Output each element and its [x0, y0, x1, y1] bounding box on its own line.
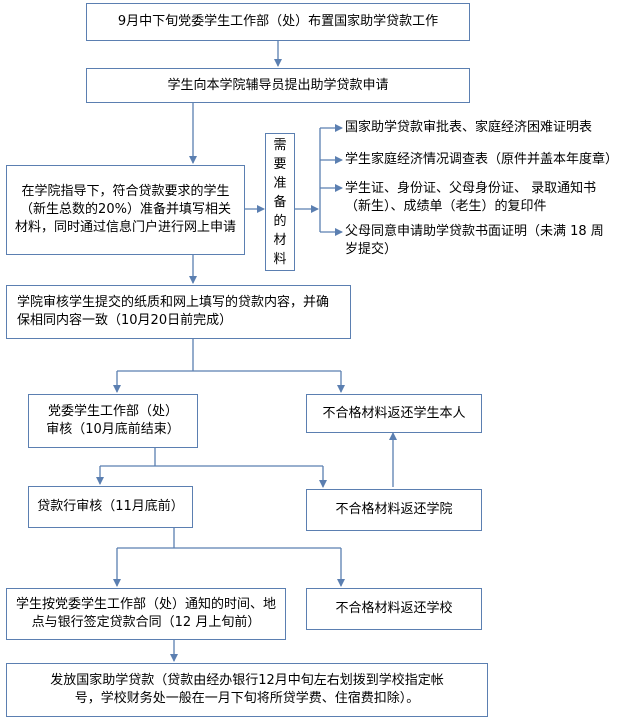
step-disburse-loan: 发放国家助学贷款（贷款由经办银行12月中旬左右划拨到学校指定帐 号，学校财务处一… — [6, 663, 488, 717]
materials-label-text: 需要准备的材料 — [273, 137, 287, 267]
step-disburse-loan-text: 发放国家助学贷款（贷款由经办银行12月中旬左右划拨到学校指定帐 号，学校财务处一… — [50, 673, 444, 706]
materials-label-box: 需要准备的材料 — [265, 133, 295, 271]
step-college-review-text: 学院审核学生提交的纸质和网上填写的贷款内容，并确 保相同内容一致（10月20日前… — [17, 295, 330, 328]
step-prepare-materials-text: 在学院指导下，符合贷款要求的学生 （新生总数的20%）准备并填写相关 材料，同时… — [14, 184, 236, 235]
step-sign-contract-text: 学生按党委学生工作部（处）通知的时间、地 点与银行签定贷款合同（12 月上旬前） — [15, 597, 276, 630]
step-prepare-materials: 在学院指导下，符合贷款要求的学生 （新生总数的20%）准备并填写相关 材料，同时… — [6, 165, 245, 255]
return-to-school-text: 不合格材料返还学校 — [335, 601, 453, 616]
step-sign-contract: 学生按党委学生工作部（处）通知的时间、地 点与银行签定贷款合同（12 月上旬前） — [6, 588, 286, 640]
step-student-apply: 学生向本学院辅导员提出助学贷款申请 — [86, 68, 470, 103]
step-bank-review-text: 贷款行审核（11月底前） — [37, 499, 184, 514]
return-to-school: 不合格材料返还学校 — [306, 588, 482, 630]
step-student-apply-text: 学生向本学院辅导员提出助学贷款申请 — [167, 77, 389, 93]
step-assign-loan-work: 9月中下旬党委学生工作部（处）布置国家助学贷款工作 — [86, 3, 470, 41]
return-to-student: 不合格材料返还学生本人 — [306, 394, 482, 433]
material-item-1: 国家助学贷款审批表、家庭经济困难证明表 — [345, 120, 593, 135]
return-to-college: 不合格材料返还学院 — [306, 489, 482, 531]
step-college-review: 学院审核学生提交的纸质和网上填写的贷款内容，并确 保相同内容一致（10月20日前… — [6, 285, 351, 339]
step-office-review-text: 党委学生工作部（处） 审核（10月底前结束） — [46, 404, 180, 437]
return-to-college-text: 不合格材料返还学院 — [335, 502, 453, 517]
step-assign-loan-work-text: 9月中下旬党委学生工作部（处）布置国家助学贷款工作 — [117, 14, 439, 29]
material-item-3: 学生证、身份证、父母身份证、 录取通知书 （新生）、成绩单（老生）的复印件 — [345, 181, 597, 214]
material-item-4: 父母同意申请助学贷款书面证明（未满 18 周 岁提交） — [345, 224, 604, 257]
return-to-student-text: 不合格材料返还学生本人 — [322, 405, 466, 421]
step-bank-review: 贷款行审核（11月底前） — [28, 486, 193, 528]
step-office-review: 党委学生工作部（处） 审核（10月底前结束） — [28, 394, 198, 448]
material-item-2: 学生家庭经济情况调查表（原件并盖本年度章） — [345, 152, 619, 167]
